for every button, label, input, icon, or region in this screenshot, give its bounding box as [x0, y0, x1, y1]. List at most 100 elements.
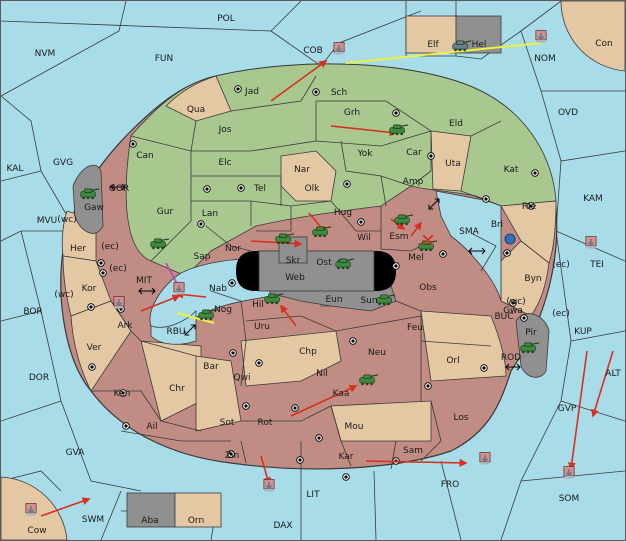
move-order-arrow — [290, 385, 358, 417]
label-land-bri: Bri — [491, 220, 503, 230]
bri-unit-marker — [504, 233, 516, 245]
supply-center-icon — [527, 202, 535, 210]
green-borders — [130, 75, 502, 262]
supply-center-icon — [227, 450, 235, 458]
move-order-arrow — [410, 221, 422, 237]
label-land-her: Her — [70, 244, 86, 254]
label-land-mou: Mou — [345, 422, 364, 432]
move-order-arrow — [591, 350, 614, 418]
supply-center-icon — [88, 363, 96, 371]
supply-center-icon — [392, 262, 400, 270]
label-land-lan: Lan — [202, 209, 218, 219]
label-land-web: Web — [285, 273, 305, 283]
label-sea-mit: MIT — [136, 276, 152, 286]
label-land-obs: Obs — [419, 283, 437, 293]
fleet-icon[interactable] — [25, 503, 37, 516]
supply-center-icon — [520, 314, 528, 322]
supply-center-icon — [228, 279, 236, 287]
label-land-hil: Hil — [252, 300, 264, 310]
double-arrow-icon — [468, 247, 486, 255]
supply-center-icon — [482, 195, 490, 203]
region-elf[interactable] — [405, 15, 457, 54]
label-land-nar: Nar — [294, 165, 310, 175]
label-sea-gvp: GVP — [558, 404, 577, 414]
move-order-arrow — [330, 125, 398, 137]
label-land-grh: Grh — [344, 108, 360, 118]
supply-center-icon — [87, 303, 95, 311]
fleet-icon[interactable] — [479, 452, 491, 465]
label-land-esm: Esm — [389, 232, 408, 242]
supply-center-icon — [197, 220, 205, 228]
label-sea-dor: DOR — [29, 373, 49, 383]
label-land-nor: Nor — [225, 244, 241, 254]
region-orn[interactable] — [174, 492, 222, 528]
double-arrow-icon — [138, 287, 156, 295]
label-land-neu: Neu — [368, 348, 386, 358]
label-land-car: Car — [406, 148, 422, 158]
supply-center-icon — [119, 389, 127, 397]
label-land-sap: Sap — [194, 252, 211, 262]
supply-center-icon — [343, 180, 351, 188]
label-land-skr: Skr — [286, 256, 301, 266]
label-land-ver: Ver — [87, 343, 102, 353]
region-con[interactable] — [560, 1, 625, 72]
label-sea-cow: Cow — [27, 526, 46, 536]
fleet-icon[interactable] — [333, 42, 345, 55]
label-sea-sma: SMA — [459, 227, 479, 237]
label-coast-gwa-ec: (ec) — [552, 309, 570, 319]
supply-center-icon — [99, 269, 107, 277]
label-sea-rod: ROD — [501, 353, 521, 363]
label-sea-cob: COB — [303, 46, 323, 56]
move-order-arrow — [250, 239, 303, 248]
supply-center-icon — [357, 218, 365, 226]
label-sea-tei: TEI — [589, 260, 604, 270]
label-land-ark: Ark — [117, 321, 133, 331]
label-land-eld: Eld — [449, 119, 463, 129]
convoy-line — [345, 42, 542, 64]
fleet-icon[interactable] — [263, 479, 275, 492]
label-sea-buc: BUC — [494, 312, 513, 322]
double-arrow-icon — [184, 324, 196, 336]
move-order-arrow — [140, 294, 181, 312]
label-land-byn: Byn — [524, 274, 541, 284]
fleet-icon[interactable] — [173, 282, 185, 295]
fleet-icon[interactable] — [535, 30, 547, 43]
label-coast-her-ec: (ec) — [101, 242, 119, 252]
supply-center-icon — [315, 434, 323, 442]
move-order-arrow — [270, 60, 328, 102]
move-order-arrow — [40, 497, 91, 517]
label-land-ail: Ail — [146, 422, 157, 432]
label-land-jad: Jad — [244, 87, 259, 97]
fleet-icon[interactable] — [585, 236, 597, 249]
label-land-yok: Yok — [356, 149, 373, 159]
label-land-amp: Amp — [403, 177, 424, 187]
supply-center-icon — [255, 359, 263, 367]
move-order-arrow — [365, 458, 468, 467]
label-sea-kup: KUP — [574, 327, 592, 337]
label-land-hel: Hel — [472, 40, 487, 50]
order-arrows — [40, 60, 614, 517]
label-land-eun: Eun — [325, 295, 342, 305]
region-gaw — [72, 164, 104, 234]
label-land-los: Los — [453, 413, 468, 423]
fleet-icon[interactable] — [113, 296, 125, 309]
label-sea-bor: BOR — [23, 307, 42, 317]
label-land-orn: Orn — [188, 516, 204, 526]
supply-center-icon — [392, 109, 400, 117]
supply-center-icon — [424, 382, 432, 390]
label-land-nog: Nog — [214, 305, 232, 315]
label-land-ken: Ken — [114, 389, 131, 399]
label-sea-gva: GVA — [66, 448, 86, 458]
sma-channel — [435, 190, 502, 302]
region-aba[interactable] — [126, 492, 176, 528]
label-land-qua: Qua — [187, 105, 205, 115]
dislodged-marker — [422, 234, 434, 246]
label-coast-byn-ec: (ec) — [552, 260, 570, 270]
label-land-rie: Rie — [522, 202, 537, 212]
label-land-jos: Jos — [218, 125, 232, 135]
supply-center-icon — [229, 349, 237, 357]
fleet-icon[interactable] — [563, 466, 575, 479]
label-land-chr: Chr — [169, 384, 185, 394]
